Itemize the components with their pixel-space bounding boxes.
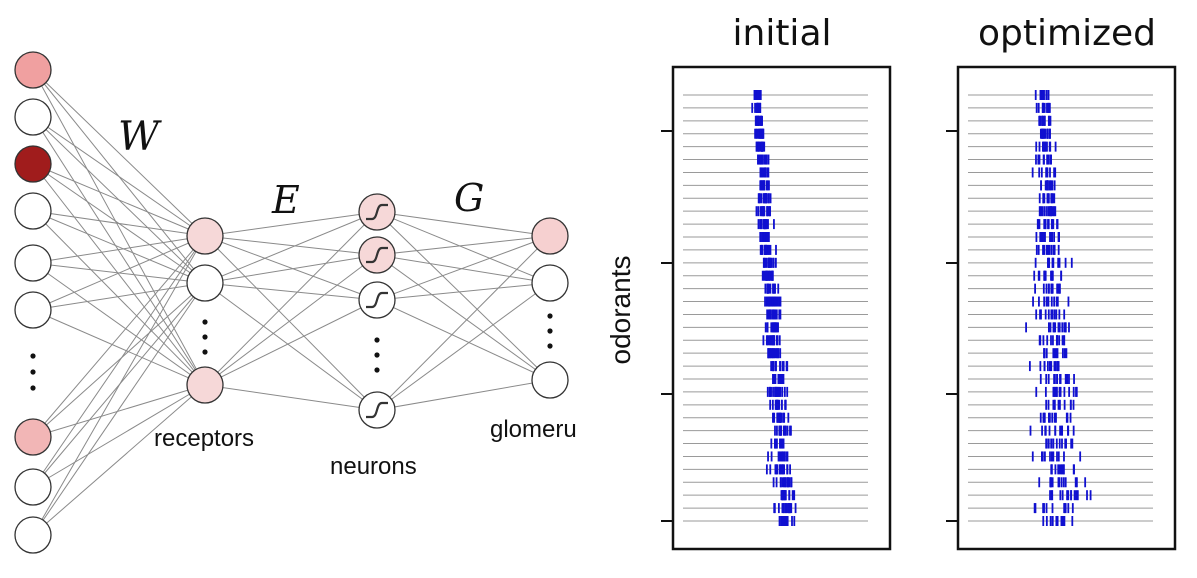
connection-line: [376, 211, 551, 237]
connection-line: [376, 235, 551, 256]
connection-line: [32, 235, 206, 438]
connection-line: [204, 211, 378, 284]
ellipsis-dot: [374, 337, 380, 343]
neural-network-diagram: W E G receptors neurons glomeru: [14, 51, 577, 554]
connection-line: [32, 116, 206, 237]
ellipsis-dot: [374, 352, 380, 358]
panel-title-initial: initial: [733, 13, 832, 54]
connection-line: [204, 299, 378, 386]
ellipsis-dot: [374, 367, 380, 373]
panel-title-optimized: optimized: [978, 13, 1156, 54]
input-node: [14, 468, 52, 506]
input-node: [14, 192, 52, 230]
connection-line: [32, 163, 206, 386]
input-node: [14, 418, 52, 456]
ellipsis-dot: [202, 319, 208, 325]
connection-line: [32, 384, 206, 438]
connection-line: [32, 235, 206, 488]
connection-line: [32, 282, 206, 536]
connection-line: [204, 254, 378, 284]
network-nodes: [14, 51, 569, 554]
ellipsis-dot: [547, 343, 553, 349]
glomerulus-node: [531, 361, 569, 399]
connection-line: [32, 235, 206, 264]
sigmoid-icon: [366, 401, 388, 419]
connection-line: [376, 254, 551, 284]
input-node: [14, 51, 52, 89]
glomeruli-label: glomeru: [490, 416, 577, 443]
glomerulus-node: [531, 264, 569, 302]
ellipsis-dot: [202, 334, 208, 340]
connection-line: [32, 384, 206, 536]
ellipsis-dot: [547, 313, 553, 319]
connection-line: [32, 282, 206, 311]
connection-line: [32, 210, 206, 284]
connection-line: [204, 282, 378, 411]
neurons-label: neurons: [330, 453, 417, 480]
y-axis-label-odorants: odorants: [605, 256, 636, 365]
ellipsis-dot: [30, 369, 36, 375]
weight-label-g: G: [454, 176, 484, 220]
connection-line: [204, 235, 378, 256]
connection-line: [376, 235, 551, 301]
raster-panel-initial: [661, 65, 892, 551]
connection-line: [32, 282, 206, 438]
connection-line: [204, 211, 378, 237]
connection-line: [376, 299, 551, 381]
receptor-node: [186, 366, 224, 404]
receptors-label: receptors: [154, 425, 254, 452]
connection-line: [32, 235, 206, 311]
connection-line: [204, 384, 378, 411]
connection-line: [376, 211, 551, 284]
raster-plots: odorants initial optimized: [605, 13, 1177, 551]
connection-line: [32, 116, 206, 386]
weight-label-w: W: [118, 114, 162, 160]
connection-line: [32, 309, 206, 386]
connection-line: [32, 384, 206, 488]
connection-line: [204, 254, 378, 386]
connection-line: [32, 262, 206, 386]
connection-line: [32, 69, 206, 237]
ellipsis-dot: [30, 353, 36, 359]
glomerulus-node: [531, 217, 569, 255]
connection-line: [204, 282, 378, 301]
weight-label-e: E: [271, 178, 300, 222]
connection-line: [204, 211, 378, 386]
input-node: [14, 244, 52, 282]
input-node: [14, 516, 52, 554]
connection-line: [204, 235, 378, 301]
sigmoid-icon: [366, 291, 388, 309]
raster-panel-optimized: [946, 65, 1177, 551]
connection-line: [376, 282, 551, 301]
connection-line: [32, 69, 206, 386]
ellipsis-dot: [547, 328, 553, 334]
input-node: [14, 291, 52, 329]
panel-frame: [956, 65, 1177, 551]
connection-line: [376, 379, 551, 411]
ellipsis-dot: [202, 349, 208, 355]
ellipsis-dot: [30, 385, 36, 391]
connection-line: [376, 235, 551, 411]
network-connections: [32, 69, 551, 536]
connection-line: [32, 235, 206, 536]
panel-frame: [671, 65, 892, 551]
connection-line: [376, 282, 551, 411]
connection-line: [32, 163, 206, 237]
connection-line: [32, 210, 206, 237]
input-node: [14, 98, 52, 136]
input-node: [14, 145, 52, 183]
receptor-node: [186, 264, 224, 302]
connection-line: [204, 235, 378, 411]
connection-line: [32, 210, 206, 386]
connection-line: [376, 211, 551, 381]
receptor-node: [186, 217, 224, 255]
sigmoid-icon: [366, 203, 388, 221]
sigmoid-icon: [366, 246, 388, 264]
connection-line: [376, 254, 551, 381]
